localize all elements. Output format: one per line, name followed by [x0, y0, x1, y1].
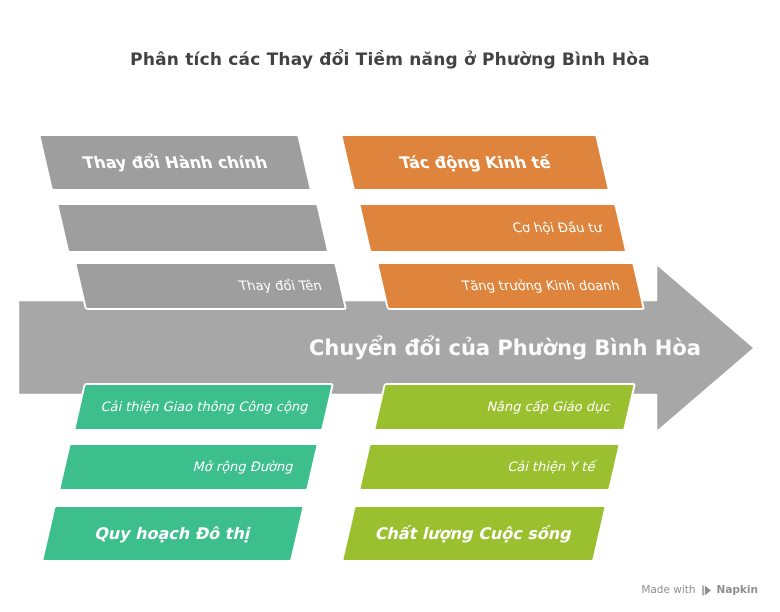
block-admin-header-label: Thay đổi Hành chính — [80, 153, 270, 172]
block-investment-label: Cơ hội Đầu tư — [511, 220, 604, 236]
watermark: Made with Napkin — [641, 584, 758, 596]
block-admin-header: Thay đổi Hành chính — [38, 134, 313, 191]
block-economic-header: Tác động Kinh tế — [340, 134, 611, 191]
block-name-change: Thay đổi Tên — [74, 262, 348, 310]
napkin-logo-icon — [701, 584, 711, 596]
block-road-expansion-label: Mở rộng Đường — [191, 459, 296, 475]
block-health-improvement: Cải thiện Y tế — [357, 443, 621, 491]
block-public-transport: Cải thiện Giao thông Công cộng — [72, 383, 334, 431]
block-education-upgrade-label: Nâng cấp Giáo dục — [485, 399, 613, 415]
block-economic-header-label: Tác động Kinh tế — [397, 153, 553, 172]
watermark-brand: Napkin — [716, 584, 758, 596]
block-business-growth-label: Tăng trưởng Kinh doanh — [460, 278, 622, 294]
arrow-label: Chuyển đổi của Phường Bình Hòa — [309, 336, 701, 360]
block-public-transport-label: Cải thiện Giao thông Công cộng — [99, 399, 311, 415]
block-education-upgrade: Nâng cấp Giáo dục — [372, 383, 636, 431]
block-quality-of-life-header-label: Chất lượng Cuộc sống — [373, 524, 575, 543]
block-admin-blank — [56, 203, 330, 253]
watermark-text: Made with — [641, 584, 696, 596]
block-health-improvement-label: Cải thiện Y tế — [506, 459, 598, 475]
block-road-expansion: Mở rộng Đường — [57, 443, 319, 491]
diagram-title: Phân tích các Thay đổi Tiềm năng ở Phườn… — [130, 50, 650, 70]
block-name-change-label: Thay đổi Tên — [237, 278, 324, 294]
block-urban-planning-header: Quy hoạch Đô thị — [40, 505, 305, 562]
block-quality-of-life-header: Chất lượng Cuộc sống — [340, 505, 607, 562]
block-business-growth: Tăng trưởng Kinh doanh — [376, 262, 646, 310]
block-investment: Cơ hội Đầu tư — [358, 203, 628, 253]
block-urban-planning-header-label: Quy hoạch Đô thị — [93, 524, 253, 543]
